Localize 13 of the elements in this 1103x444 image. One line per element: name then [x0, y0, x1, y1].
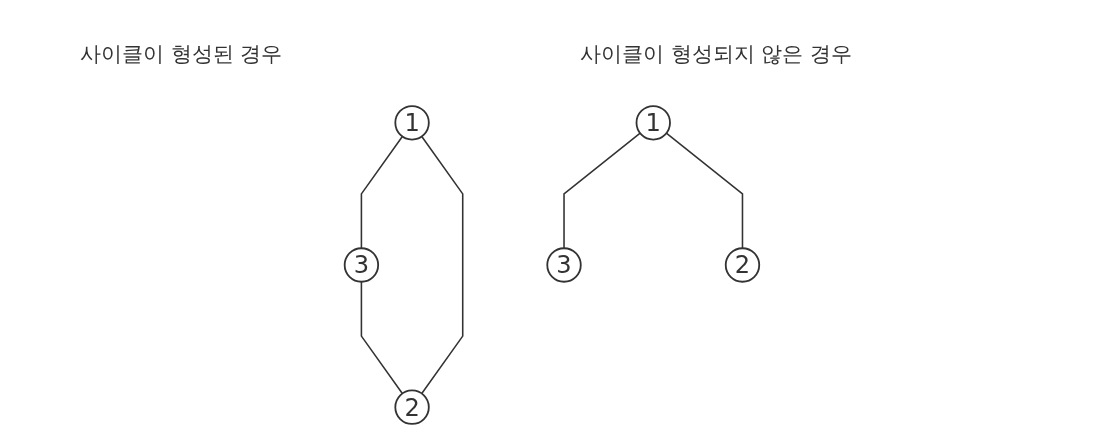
connector	[360, 135, 403, 250]
connector	[665, 132, 743, 250]
heading-text: 사이클이 형성된 경우	[80, 41, 283, 68]
node-circle: 3	[343, 247, 379, 283]
heading-text: 사이클이 형성되지 않은 경우	[580, 41, 853, 68]
node-circle: 1	[635, 105, 671, 141]
connector	[420, 135, 464, 395]
node-circle: 2	[393, 389, 430, 425]
connector	[360, 280, 403, 395]
node-circle: 1	[393, 105, 430, 141]
node-circle: 2	[724, 247, 760, 283]
connector	[562, 132, 641, 250]
node-circle: 3	[545, 247, 582, 283]
